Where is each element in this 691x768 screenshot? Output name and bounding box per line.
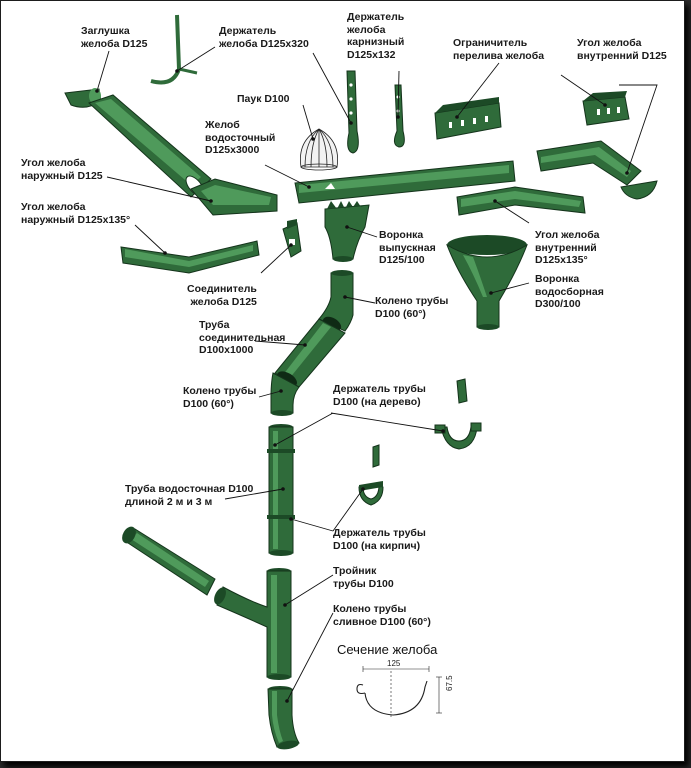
main-downpipe	[267, 424, 295, 556]
label-connecting-pipe: Труба соединительная D100x1000	[199, 319, 286, 356]
label-inner-corner-135: Угол желоба внутренний D125x135°	[535, 229, 600, 266]
diagonal-gutter	[88, 94, 278, 216]
wood-holder	[434, 378, 482, 450]
brick-holder	[358, 444, 384, 506]
section-width: 125	[387, 659, 401, 668]
label-collector-funnel: Воронка водосборная D300/100	[535, 273, 604, 310]
upper-pipe-assembly	[270, 270, 354, 416]
leader-lines	[95, 46, 658, 703]
label-outer-corner: Угол желоба наружный D125	[21, 157, 103, 182]
inner-corner	[536, 140, 658, 200]
label-elbow-mid: Колено трубы D100 (60°)	[183, 385, 257, 410]
label-elbow-top: Колено трубы D100 (60°)	[375, 295, 449, 320]
inner-corner-bracket	[582, 91, 630, 126]
label-gutter-cap: Заглушка желоба D125	[81, 25, 148, 50]
outlet-funnel	[324, 201, 370, 262]
label-downpipe: Труба водосточная D100 длиной 2 м и 3 м	[125, 483, 254, 508]
section-title: Сечение желоба	[337, 642, 438, 657]
label-gutter: Желоб водосточный D125x3000	[205, 119, 276, 156]
label-eaves-holder: Держатель желоба карнизный D125x132	[347, 11, 405, 61]
label-overflow-limiter: Ограничитель перелива желоба	[453, 37, 545, 62]
gutter-connector	[282, 219, 302, 258]
section-height: 67.5	[445, 675, 454, 691]
collector-funnel	[446, 235, 528, 330]
main-gutter	[294, 160, 516, 204]
spider-grate	[300, 128, 338, 171]
inner-corner-135	[456, 186, 586, 216]
label-tee: Тройник трубы D100	[333, 565, 394, 590]
label-drain-elbow: Колено трубы сливное D100 (60°)	[333, 603, 431, 628]
label-outer-corner-135: Угол желоба наружный D125x135°	[21, 201, 131, 226]
label-connector: Соединитель желоба D125	[187, 283, 257, 308]
eaves-holder	[346, 70, 405, 154]
drain-elbow	[267, 686, 300, 750]
label-brick-holder: Держатель трубы D100 (на кирпич)	[333, 527, 426, 552]
outer-corner-135	[120, 240, 260, 274]
label-gutter-holder: Держатель желоба D125x320	[219, 25, 309, 50]
pipe-tee	[214, 568, 292, 680]
label-spider: Паук D100	[237, 93, 290, 105]
label-outlet-funnel: Воронка выпускная D125/100	[379, 229, 436, 266]
gutter-system-illustration	[64, 14, 658, 750]
label-wood-holder: Держатель трубы D100 (на дерево)	[333, 383, 426, 408]
gutter-cross-section	[356, 666, 442, 717]
overflow-limiter	[434, 97, 502, 140]
branch-pipe	[122, 526, 216, 596]
gutter-holder	[150, 14, 198, 85]
label-inner-corner: Угол желоба внутренний D125	[577, 37, 667, 62]
